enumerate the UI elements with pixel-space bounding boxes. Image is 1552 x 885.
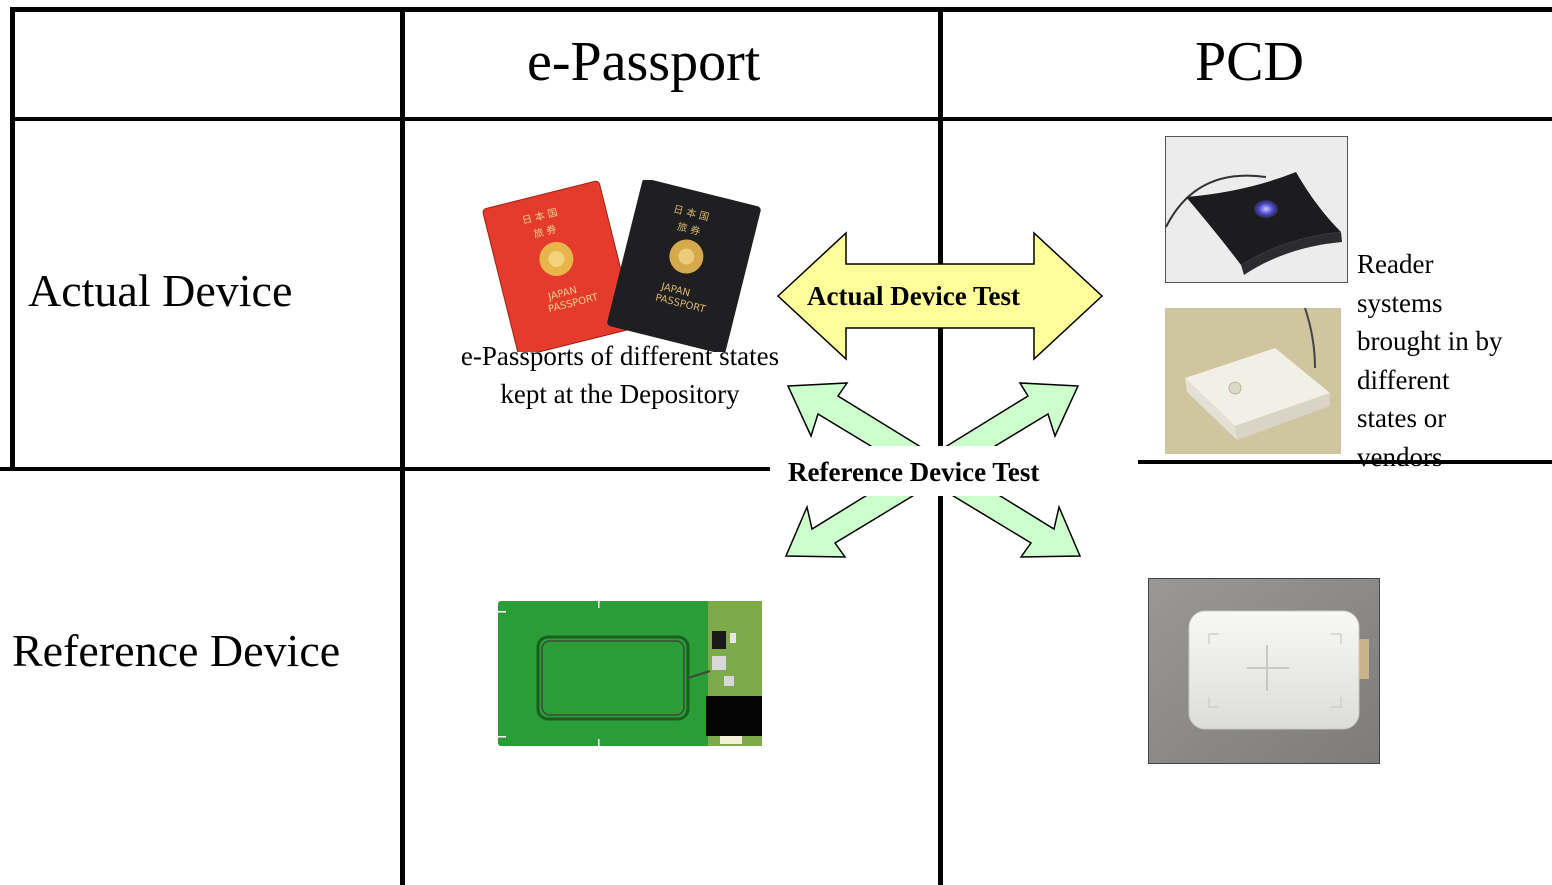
pcd-caption: Reader systems brought in by different s…	[1357, 245, 1547, 476]
passports-image: 日 本 国 旅 券 JAPAN PASSPORT 日 本 国 旅 券 JAPAN…	[482, 180, 761, 352]
white-reader-photo	[1165, 308, 1341, 454]
pcd-caption-line-4: different	[1357, 364, 1450, 395]
pcd-caption-line-6: vendors	[1357, 441, 1443, 472]
pcd-caption-line-1: Reader	[1357, 249, 1434, 279]
pcd-caption-line-2: systems	[1357, 287, 1443, 318]
row-divider-left	[0, 467, 770, 471]
reference-test-label-bg	[770, 446, 1138, 496]
row-label-actual-device: Actual Device	[28, 265, 293, 316]
epassport-caption-line-2: kept at the Depository	[500, 379, 740, 409]
table-border-top	[10, 7, 1552, 12]
reference-device-test-label: Reference Device Test	[788, 457, 1040, 487]
epassport-caption-line-1: e-Passports of different states	[460, 341, 780, 371]
pcd-caption-line-5: states or	[1357, 403, 1447, 433]
reference-picc-board	[498, 601, 762, 746]
epassport-caption: e-Passports of different states kept at …	[420, 337, 820, 413]
actual-device-test-label: Actual Device Test	[807, 281, 1020, 311]
header-row-divider	[10, 117, 1552, 121]
row-divider-right	[1138, 460, 1552, 464]
column-divider-1	[400, 7, 405, 885]
column-header-pcd: PCD	[1195, 31, 1304, 93]
row-label-reference-device: Reference Device	[12, 625, 341, 676]
table-border-left	[10, 7, 15, 469]
black-reader-photo	[1165, 136, 1348, 283]
actual-test-arrow	[776, 231, 1104, 361]
reference-pcd-photo	[1148, 578, 1380, 764]
pcd-caption-line-3: brought in by	[1357, 326, 1503, 356]
column-header-epassport: e-Passport	[527, 31, 761, 93]
